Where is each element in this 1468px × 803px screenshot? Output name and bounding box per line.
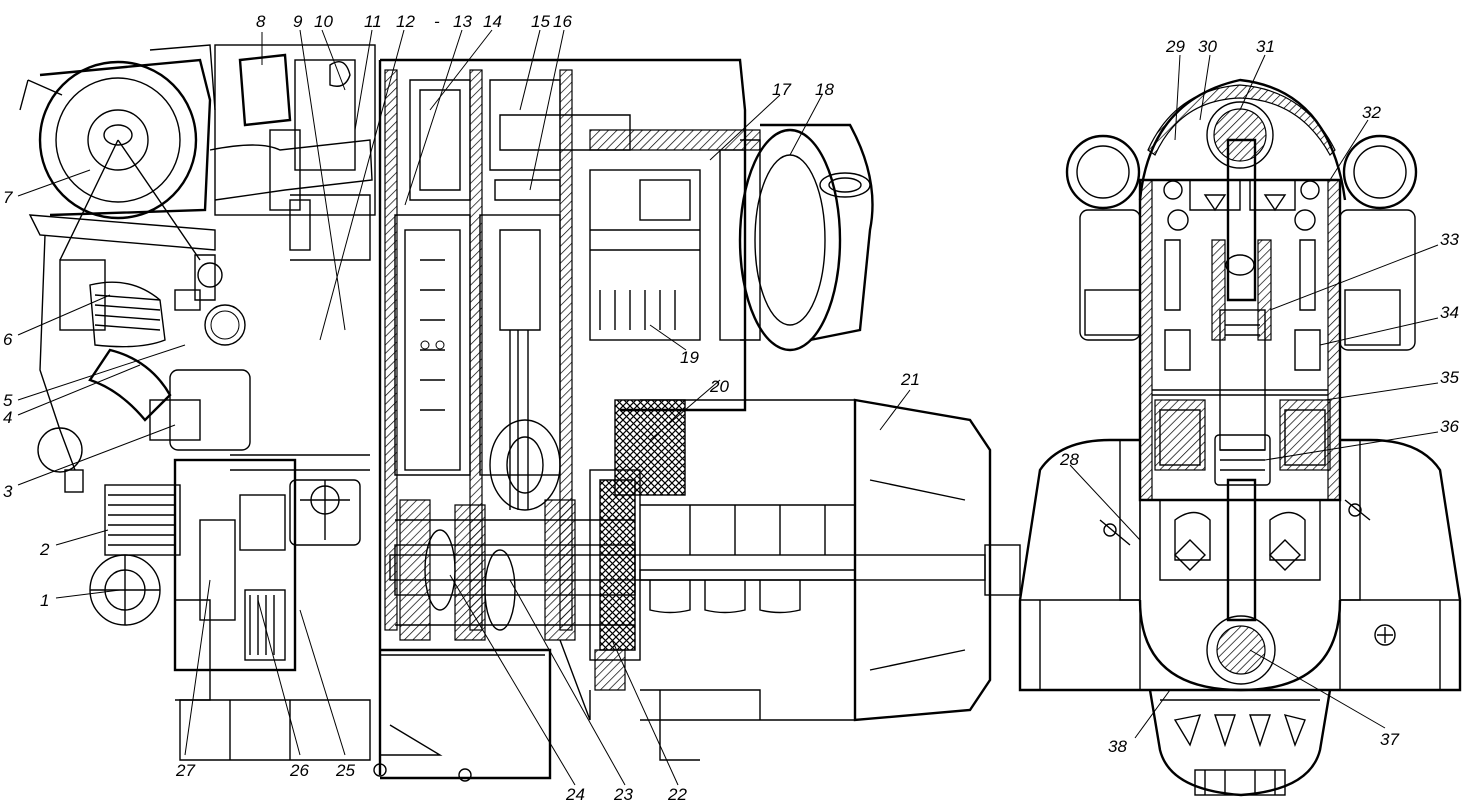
leader-20 — [649, 379, 721, 441]
label-13: 13 — [453, 12, 472, 31]
label-32: 32 — [1362, 103, 1381, 122]
label-35: 35 — [1440, 368, 1459, 387]
air-cooler-19 — [589, 169, 701, 341]
leader-25 — [299, 609, 346, 756]
label-12: 12 — [396, 12, 415, 31]
leader-23 — [509, 579, 626, 786]
leader-29 — [1174, 54, 1181, 141]
leader-13 — [404, 29, 463, 206]
label-21: 21 — [900, 370, 920, 389]
label-38: 38 — [1108, 737, 1127, 756]
label-34: 34 — [1440, 303, 1459, 322]
turbocharger-7 — [19, 44, 216, 261]
front-accessories — [28, 214, 251, 493]
leader-lines — [17, 29, 1439, 786]
leader-18 — [789, 94, 823, 156]
label-10: 10 — [314, 12, 333, 31]
leader-16 — [529, 29, 565, 191]
leader-34 — [1319, 317, 1439, 346]
label-8: 8 — [256, 12, 266, 31]
leader-31 — [1239, 54, 1266, 111]
leader-22 — [611, 639, 679, 786]
label-31: 31 — [1256, 37, 1275, 56]
label-23: 23 — [613, 785, 633, 803]
label-4: 4 — [3, 408, 12, 427]
oil-pan-38 — [1148, 689, 1332, 797]
label-18: 18 — [815, 80, 834, 99]
leader-1 — [55, 589, 121, 599]
label-17: 17 — [772, 80, 791, 99]
oil-sump — [373, 639, 626, 782]
label-15: 15 — [531, 12, 550, 31]
label-33: 33 — [1440, 230, 1459, 249]
crankshaft-journal-37 — [1216, 625, 1266, 675]
label-3: 3 — [3, 482, 13, 501]
crankcase-section — [378, 58, 761, 780]
leader-3 — [17, 424, 176, 486]
generator-21 — [639, 398, 1021, 761]
left-turbo-circle — [1065, 134, 1141, 210]
leader-17 — [709, 94, 781, 161]
leader-10 — [321, 29, 346, 91]
leader-27 — [184, 579, 211, 756]
side-section-view — [19, 44, 1021, 782]
stray-dash: - — [434, 12, 440, 31]
crankshaft — [389, 469, 986, 661]
leader-32 — [1329, 119, 1369, 181]
callout-labels: 1 2 3 4 5 6 7 8 9 10 11 12 - 13 14 15 16… — [3, 12, 1459, 803]
label-9: 9 — [293, 12, 303, 31]
leader-9 — [299, 29, 346, 331]
leader-37 — [1249, 649, 1386, 729]
label-24: 24 — [565, 785, 585, 803]
label-28: 28 — [1059, 450, 1079, 469]
leader-26 — [257, 599, 301, 756]
leader-12 — [319, 29, 405, 341]
turbocharger-18 — [719, 123, 874, 352]
leader-28 — [1069, 464, 1141, 541]
leader-2 — [55, 529, 109, 546]
timing-gear-train — [89, 454, 371, 761]
label-29: 29 — [1165, 37, 1185, 56]
label-7: 7 — [3, 188, 13, 207]
leader-4 — [17, 364, 141, 416]
label-14: 14 — [483, 12, 502, 31]
leader-15 — [519, 29, 541, 111]
label-26: 26 — [289, 761, 309, 780]
leader-7 — [17, 169, 91, 197]
leader-30 — [1199, 54, 1211, 121]
label-37: 37 — [1380, 730, 1399, 749]
leader-11 — [354, 29, 373, 131]
leader-21 — [879, 389, 911, 431]
camshaft-31 — [1213, 108, 1267, 162]
label-19: 19 — [680, 348, 699, 367]
label-30: 30 — [1198, 37, 1217, 56]
label-27: 27 — [175, 761, 195, 780]
label-1: 1 — [40, 591, 49, 610]
leader-19 — [649, 324, 687, 351]
right-turbo-circle — [1342, 134, 1418, 210]
label-16: 16 — [553, 12, 572, 31]
oil-filter-20 — [614, 399, 686, 496]
leader-33 — [1269, 244, 1439, 311]
label-2: 2 — [39, 540, 50, 559]
label-5: 5 — [3, 391, 13, 410]
label-22: 22 — [667, 785, 687, 803]
leader-35 — [1324, 382, 1439, 401]
intake-manifold — [209, 44, 376, 261]
leader-14 — [429, 29, 493, 111]
label-6: 6 — [3, 330, 13, 349]
leader-5 — [17, 344, 186, 401]
leader-36 — [1264, 431, 1439, 461]
label-11: 11 — [364, 12, 382, 31]
cross-section-view — [1018, 78, 1462, 797]
leader-38 — [1134, 689, 1171, 739]
leader-6 — [17, 294, 111, 336]
piston-36 — [1214, 434, 1271, 486]
label-20: 20 — [709, 377, 729, 396]
leader-24 — [449, 574, 576, 786]
label-36: 36 — [1440, 417, 1459, 436]
label-25: 25 — [335, 761, 355, 780]
